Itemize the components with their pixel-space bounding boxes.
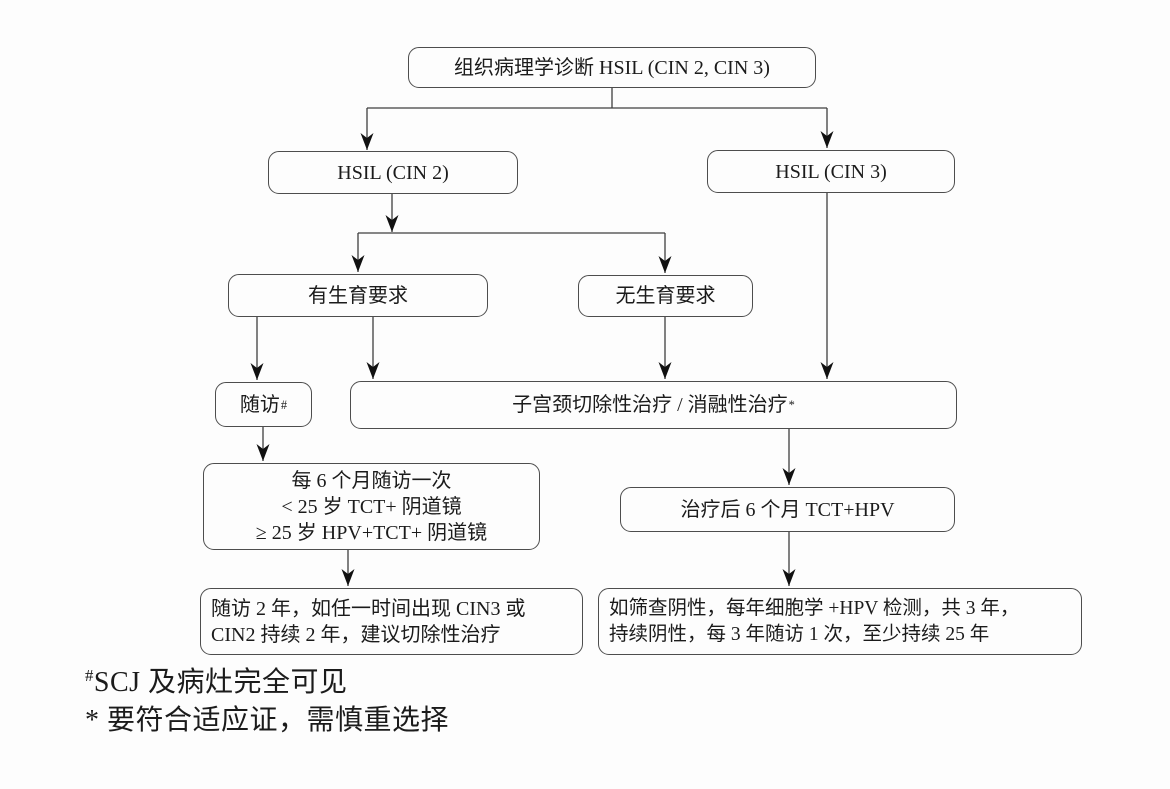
node-follow-up: 随访# xyxy=(215,382,312,427)
node-line: 随访 2 年，如任一时间出现 CIN3 或 xyxy=(211,597,526,620)
arrowhead xyxy=(256,444,270,461)
footnote-text: SCJ 及病灶完全可见 xyxy=(93,667,348,698)
arrowhead xyxy=(351,255,365,272)
node-label: HSIL (CIN 3) xyxy=(775,160,887,183)
node-fertility-desired: 有生育要求 xyxy=(228,274,488,317)
node-hsil-cin2: HSIL (CIN 2) xyxy=(268,151,518,194)
node-post-treatment-tct-hpv: 治疗后 6 个月 TCT+HPV xyxy=(620,487,955,532)
node-no-fertility-desired: 无生育要求 xyxy=(578,275,753,317)
footnote-text: * 要符合适应证，需慎重选择 xyxy=(85,705,450,736)
node-line: 如筛查阴性，每年细胞学 +HPV 检测，共 3 年， xyxy=(609,598,1020,620)
node-line: 每 6 个月随访一次 xyxy=(291,469,452,492)
node-line: ≥ 25 岁 HPV+TCT+ 阴道镜 xyxy=(255,521,488,544)
arrowhead xyxy=(820,362,834,379)
arrowhead xyxy=(366,362,380,379)
arrowhead xyxy=(658,256,672,273)
node-label: HSIL (CIN 2) xyxy=(337,161,449,184)
node-follow-up-schedule: 每 6 个月随访一次 < 25 岁 TCT+ 阴道镜 ≥ 25 岁 HPV+TC… xyxy=(203,463,540,550)
node-label: 随访 xyxy=(239,393,280,416)
footnote-marker-hash: # xyxy=(85,665,94,685)
footnote-scj: #SCJ 及病灶完全可见 xyxy=(84,664,449,702)
node-excision-ablation-treatment: 子宫颈切除性治疗 / 消融性治疗* xyxy=(350,381,957,429)
node-negative-screen-plan: 如筛查阴性，每年细胞学 +HPV 检测，共 3 年， 持续阴性，每 3 年随访 … xyxy=(598,588,1082,655)
arrowhead xyxy=(385,215,399,232)
footnote-indication: * 要符合适应证，需慎重选择 xyxy=(84,702,449,740)
node-label: 有生育要求 xyxy=(308,284,408,307)
footnotes: #SCJ 及病灶完全可见 * 要符合适应证，需慎重选择 xyxy=(84,664,449,740)
node-diagnosis-hsil: 组织病理学诊断 HSIL (CIN 2, CIN 3) xyxy=(408,47,816,88)
arrowhead xyxy=(782,468,796,485)
node-label: 无生育要求 xyxy=(615,285,716,307)
arrowhead xyxy=(820,131,834,148)
node-hsil-cin3: HSIL (CIN 3) xyxy=(707,150,955,193)
node-follow-up-2yr-outcome: 随访 2 年，如任一时间出现 CIN3 或 CIN2 持续 2 年，建议切除性治… xyxy=(200,588,583,655)
node-label: 子宫颈切除性治疗 / 消融性治疗 xyxy=(512,394,788,416)
node-line: CIN2 持续 2 年，建议切除性治疗 xyxy=(211,623,501,646)
arrowhead xyxy=(360,133,374,150)
arrowhead xyxy=(782,569,796,586)
arrowhead xyxy=(658,362,672,379)
arrowhead xyxy=(250,363,264,380)
arrowhead xyxy=(341,569,355,586)
node-line: < 25 岁 TCT+ 阴道镜 xyxy=(281,495,462,518)
node-line: 持续阴性，每 3 年随访 1 次，至少持续 25 年 xyxy=(609,623,990,645)
node-label: 治疗后 6 个月 TCT+HPV xyxy=(680,498,895,521)
node-label: 组织病理学诊断 HSIL (CIN 2, CIN 3) xyxy=(454,56,770,79)
